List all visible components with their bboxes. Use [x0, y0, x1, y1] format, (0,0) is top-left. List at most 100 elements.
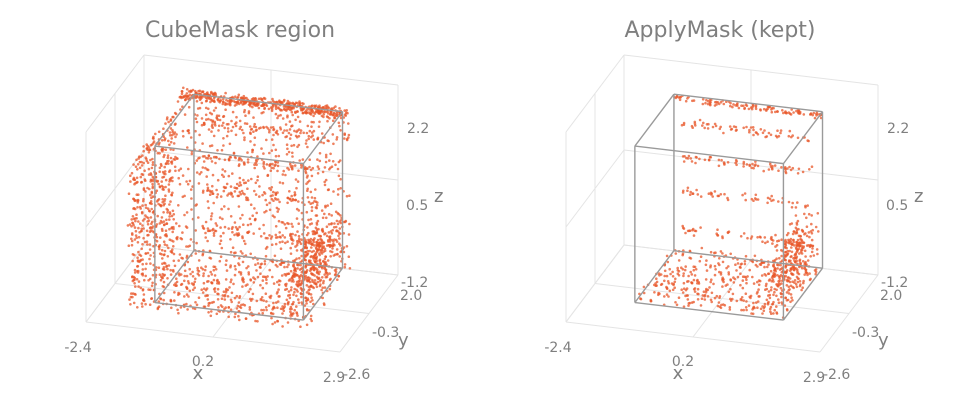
- data-point: [325, 115, 329, 118]
- data-point: [288, 197, 292, 201]
- data-point: [261, 275, 265, 279]
- data-point: [800, 288, 803, 292]
- data-point: [763, 305, 766, 308]
- data-point: [251, 214, 254, 217]
- data-point: [293, 164, 297, 167]
- data-point: [288, 137, 292, 140]
- data-point: [197, 296, 201, 300]
- data-point: [216, 282, 219, 285]
- data-point: [307, 134, 311, 138]
- data-point: [226, 127, 230, 130]
- data-point: [749, 126, 753, 129]
- data-point: [238, 181, 242, 184]
- data-point: [335, 138, 339, 141]
- data-point: [754, 107, 758, 111]
- data-point: [281, 221, 285, 224]
- data-point: [209, 92, 213, 95]
- data-point: [718, 263, 721, 267]
- data-point: [744, 306, 748, 309]
- data-point: [328, 168, 331, 171]
- data-point: [260, 98, 264, 101]
- data-point: [235, 115, 238, 119]
- data-point: [305, 246, 308, 250]
- data-point: [309, 267, 313, 271]
- data-point: [773, 290, 776, 294]
- data-point: [776, 263, 779, 267]
- data-point: [265, 281, 268, 285]
- data-point: [212, 268, 216, 272]
- data-point: [287, 279, 291, 282]
- data-point: [204, 231, 207, 235]
- z-tick-label: -1.2: [401, 275, 428, 291]
- data-point: [187, 129, 190, 132]
- data-point: [135, 158, 138, 162]
- data-point: [800, 248, 803, 252]
- data-point: [201, 226, 205, 230]
- data-point: [777, 169, 780, 172]
- data-point: [808, 168, 811, 171]
- data-point: [200, 90, 204, 93]
- data-point: [185, 274, 189, 278]
- data-point: [137, 157, 140, 160]
- data-point: [163, 253, 166, 256]
- data-point: [197, 216, 200, 219]
- data-point: [318, 159, 322, 163]
- data-point: [214, 161, 217, 165]
- data-point: [728, 306, 732, 309]
- data-point: [296, 129, 299, 132]
- data-point: [780, 238, 783, 241]
- data-point: [172, 158, 176, 161]
- data-point: [279, 113, 282, 117]
- data-point: [691, 192, 695, 195]
- data-point: [238, 190, 242, 194]
- data-point: [229, 250, 233, 254]
- data-point: [726, 231, 730, 235]
- data-point: [213, 229, 217, 233]
- data-point: [168, 143, 171, 147]
- data-point: [783, 166, 787, 169]
- data-point: [194, 96, 198, 100]
- data-point: [194, 117, 198, 120]
- data-point: [317, 167, 321, 171]
- data-point: [317, 105, 320, 109]
- data-point: [139, 207, 142, 210]
- data-point: [693, 229, 697, 233]
- data-point: [312, 120, 315, 124]
- data-point: [804, 270, 808, 274]
- data-point: [278, 200, 281, 204]
- data-point: [757, 283, 761, 287]
- data-point: [312, 129, 316, 133]
- data-point: [787, 292, 791, 295]
- gridline: [565, 244, 625, 323]
- data-point: [256, 179, 259, 182]
- data-point: [164, 178, 168, 182]
- data-point: [804, 260, 807, 264]
- data-point: [704, 278, 708, 281]
- data-point: [315, 257, 318, 261]
- data-point: [168, 178, 172, 181]
- data-point: [155, 235, 159, 239]
- data-point: [338, 237, 341, 240]
- data-point: [681, 191, 685, 194]
- data-point: [694, 161, 697, 165]
- data-point: [225, 289, 228, 292]
- data-point: [247, 273, 251, 276]
- data-point: [227, 158, 231, 162]
- data-point: [299, 274, 303, 277]
- data-point: [336, 222, 340, 226]
- data-point: [791, 166, 795, 170]
- data-point: [172, 115, 175, 119]
- data-point: [758, 279, 762, 283]
- data-point: [229, 103, 232, 107]
- data-point: [135, 181, 139, 184]
- data-point: [756, 280, 759, 284]
- data-point: [264, 198, 268, 202]
- data-point: [320, 132, 324, 135]
- data-point: [322, 141, 326, 145]
- data-point: [807, 212, 811, 216]
- data-point: [310, 206, 314, 209]
- data-point: [305, 131, 309, 135]
- data-point: [280, 274, 284, 277]
- data-point: [209, 257, 213, 260]
- data-point: [238, 263, 241, 267]
